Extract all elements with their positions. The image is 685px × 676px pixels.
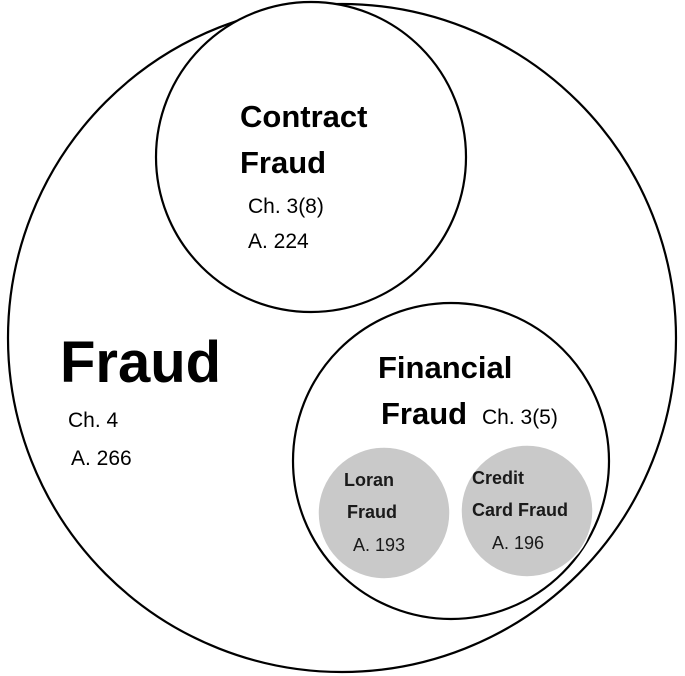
fraud-chapter: Ch. 4 <box>68 409 119 432</box>
financial-fraud-title-line1: Financial <box>378 350 512 385</box>
credit-card-fraud-circle <box>460 444 594 578</box>
loan-fraud-title-line1: Loran <box>344 470 394 490</box>
contract-fraud-title-line2: Fraud <box>240 145 326 180</box>
contract-fraud-chapter: Ch. 3(8) <box>248 195 324 218</box>
fraud-article: A. 266 <box>71 447 132 470</box>
contract-fraud-title-line1: Contract <box>240 99 367 134</box>
contract-fraud-circle <box>154 0 468 314</box>
financial-fraud-title-line2: Fraud <box>381 396 467 431</box>
contract-fraud-article: A. 224 <box>248 230 309 253</box>
loan-fraud-circle <box>317 446 451 580</box>
financial-fraud-chapter: Ch. 3(5) <box>482 406 558 429</box>
credit-card-fraud-title-line2: Card Fraud <box>472 500 568 520</box>
credit-card-fraud-article: A. 196 <box>492 533 544 553</box>
loan-fraud-title-line2: Fraud <box>347 502 397 522</box>
credit-card-fraud-title-line1: Credit <box>472 468 524 488</box>
loan-fraud-article: A. 193 <box>353 535 405 555</box>
fraud-title: Fraud <box>60 330 221 395</box>
